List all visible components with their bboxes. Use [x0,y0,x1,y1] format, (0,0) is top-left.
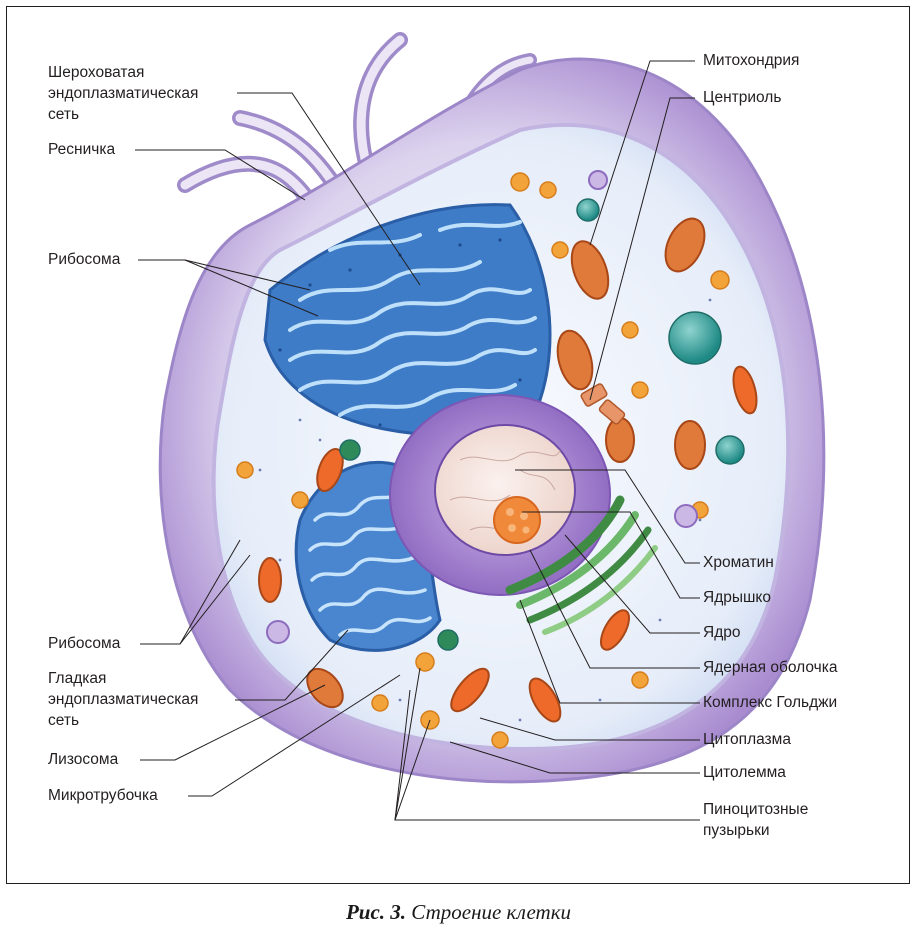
pinocytic-pits [266,170,698,644]
mitochondria [258,217,758,723]
label-microtubule: Микротрубочка [48,787,158,804]
label-chromatin: Хроматин [703,554,774,571]
label-smooth-er-line2: эндоплазматическая [48,691,199,708]
label-rough-er-line1: Шероховатая [48,64,145,81]
figure-caption: Рис. 3. Строение клетки [0,900,917,925]
label-ribosome-bottom: Рибосома [48,635,121,652]
lysosomes [339,198,745,651]
label-nuclear-envelope: Ядерная оболочка [703,659,838,676]
label-mitochondrion: Митохондрия [703,52,800,69]
label-pinocytic-line2: пузырьки [703,822,770,839]
centriole [580,383,626,425]
label-lysosome: Лизосома [48,751,119,768]
label-pinocytic-line1: Пиноцитозные [703,801,809,818]
label-cytoplasm: Цитоплазма [703,731,791,748]
label-centriole: Центриоль [703,89,782,106]
label-cytolemma: Цитолемма [703,764,786,781]
nucleus [389,394,611,596]
golgi-complex [505,495,658,635]
label-ribosome-top: Рибосома [48,251,121,268]
label-rough-er-line2: эндоплазматическая [48,85,199,102]
rough-er [263,203,552,436]
caption-text: Строение клетки [411,900,572,924]
label-rough-er-line3: сеть [48,106,80,123]
label-golgi: Комплекс Гольджи [703,694,838,711]
label-nucleus: Ядро [703,624,741,641]
label-smooth-er-line3: сеть [48,712,80,729]
label-smooth-er-line1: Гладкая [48,670,107,687]
nucleolus [493,496,541,544]
label-nucleolus: Ядрышко [703,589,772,606]
caption-prefix: Рис. 3. [345,900,407,924]
label-cilium: Ресничка [48,141,116,158]
leader-lines [135,60,700,821]
